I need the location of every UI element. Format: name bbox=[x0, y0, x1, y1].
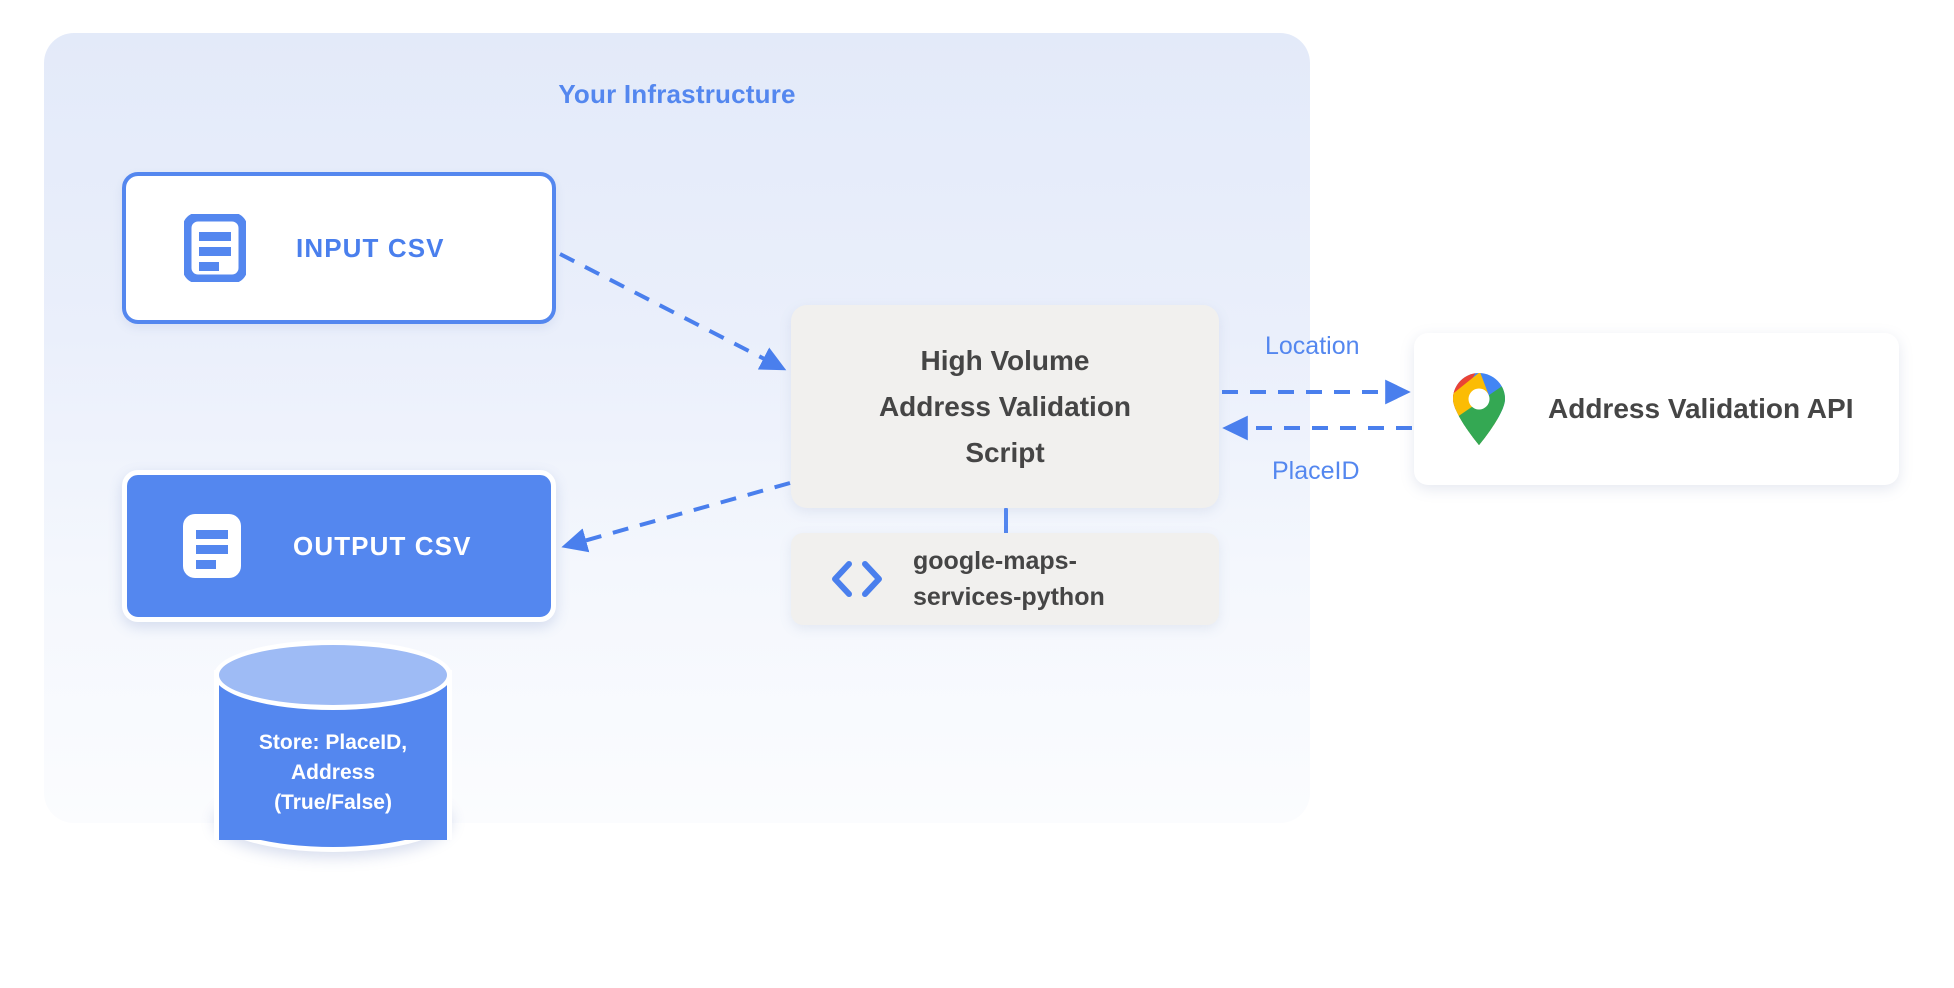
input-csv-node[interactable]: INPUT CSV bbox=[122, 172, 556, 324]
script-label-line-3: Script bbox=[965, 436, 1045, 468]
python-library-node[interactable]: google-maps- services-python bbox=[791, 533, 1219, 625]
edge-label-location: Location bbox=[1265, 332, 1360, 360]
database-label: Store: PlaceID, Address (True/False) bbox=[214, 728, 452, 818]
database-label-line-1: Store: PlaceID, bbox=[258, 731, 408, 754]
document-icon bbox=[184, 214, 246, 282]
python-library-label: google-maps- services-python bbox=[913, 543, 1105, 615]
database-cylinder-node[interactable]: Store: PlaceID, Address (True/False) bbox=[214, 640, 452, 870]
python-library-label-line-2: services-python bbox=[913, 583, 1105, 611]
panel-title: Your Infrastructure bbox=[558, 79, 796, 109]
script-label-line-2: Address Validation bbox=[878, 390, 1132, 422]
code-brackets-icon bbox=[832, 561, 882, 597]
input-csv-label: INPUT CSV bbox=[296, 232, 445, 263]
output-csv-label: OUTPUT CSV bbox=[293, 530, 472, 561]
python-library-label-line-1: google-maps- bbox=[913, 547, 1077, 575]
database-label-line-2: Address bbox=[290, 761, 376, 784]
google-maps-pin-icon bbox=[1453, 373, 1505, 445]
database-label-line-3: (True/False) bbox=[274, 791, 392, 814]
document-icon bbox=[183, 514, 241, 578]
database-top-ellipse bbox=[214, 640, 452, 710]
script-label-line-1: High Volume bbox=[920, 344, 1090, 376]
output-csv-node[interactable]: OUTPUT CSV bbox=[122, 470, 556, 622]
address-validation-api-label: Address Validation API bbox=[1548, 393, 1854, 424]
address-validation-api-node[interactable]: Address Validation API bbox=[1414, 333, 1899, 485]
high-volume-script-node[interactable]: High Volume Address Validation Script bbox=[791, 305, 1219, 508]
edge-label-placeid: PlaceID bbox=[1272, 457, 1360, 485]
script-library-connector bbox=[1004, 508, 1008, 534]
